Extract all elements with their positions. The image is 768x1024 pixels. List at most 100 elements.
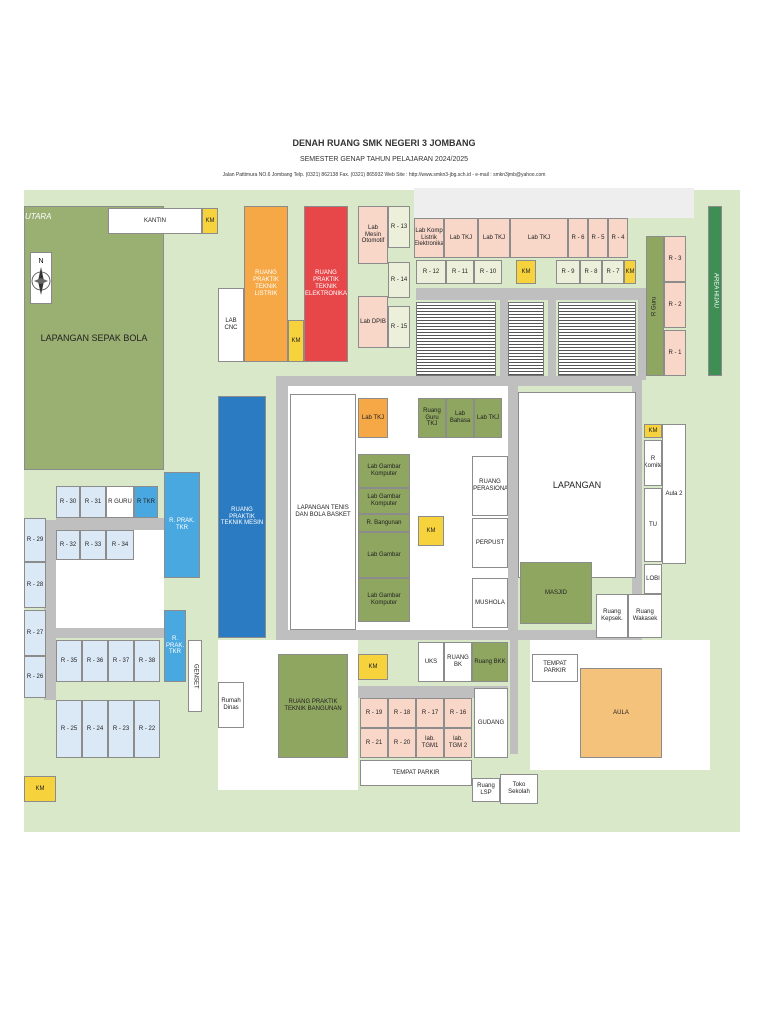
toilet: KM — [24, 776, 56, 802]
classroom-r18: R - 18 — [388, 698, 416, 728]
classroom-r4: R - 4 — [608, 218, 628, 258]
toilet: KM — [624, 260, 636, 284]
classroom-r35: R - 35 — [56, 640, 82, 682]
vice-principal-room: Ruang Wakasek — [628, 594, 662, 638]
lab-tgm-2: lab. TGM 2 — [444, 728, 472, 758]
room-tkr: R TKR — [134, 486, 158, 518]
classroom-r36: R - 36 — [82, 640, 108, 682]
compass-north-label: N — [38, 258, 43, 265]
road — [510, 636, 518, 754]
road — [632, 376, 642, 640]
road — [56, 628, 164, 638]
counseling-room: RUANG BK — [444, 642, 472, 682]
lab-tgm-1: lab. TGM1 — [416, 728, 444, 758]
classroom-r33: R - 33 — [80, 530, 106, 560]
classroom-r31: R - 31 — [80, 486, 106, 518]
lab-tkj-2: Lab TKJ — [478, 218, 510, 258]
construction-workshop: RUANG PRAKTIK TEKNIK BANGUNAN — [278, 654, 348, 758]
health-room: UKS — [418, 642, 444, 682]
toilet: KM — [288, 320, 304, 362]
teacher-room: R GURU — [106, 486, 134, 518]
kantin-room: KANTIN — [108, 208, 202, 234]
road — [508, 376, 518, 636]
hall: AULA — [580, 668, 662, 758]
toilet: KM — [202, 208, 218, 234]
parking-area — [414, 188, 694, 218]
lab-tkj-5: Lab TKJ — [474, 398, 502, 438]
road — [358, 686, 508, 698]
walkway — [558, 302, 636, 376]
classroom-r15: R - 15 — [388, 306, 410, 348]
classroom-r11: R - 11 — [446, 260, 474, 284]
classroom-r29: R - 29 — [24, 518, 46, 562]
language-lab: Lab Bahasa — [446, 398, 474, 438]
classroom-r25: R - 25 — [56, 700, 82, 758]
classroom-r21: R - 21 — [360, 728, 388, 758]
road — [416, 288, 676, 300]
classroom-r28: R - 28 — [24, 562, 46, 608]
mechanical-workshop: RUANG PRAKTIK TEKNIK MESIN — [218, 396, 266, 638]
classroom-r32: R - 32 — [56, 530, 80, 560]
classroom-r37: R - 37 — [108, 640, 134, 682]
classroom-r10: R - 10 — [474, 260, 502, 284]
classroom-r26: R - 26 — [24, 656, 46, 698]
road — [548, 300, 556, 380]
parking: TEMPAT PARKIR — [360, 760, 472, 786]
tkr-workshop-1: R. PRAK. TKR — [164, 472, 200, 578]
mosque: MASJID — [520, 562, 592, 624]
lobby: LOBI — [644, 564, 662, 594]
road — [56, 518, 164, 530]
classroom-r9: R - 9 — [556, 260, 580, 284]
genset-room: GENSET — [188, 640, 202, 712]
library: PERPUST — [472, 518, 508, 568]
road — [276, 630, 642, 640]
school-store: Toko Sekolah — [500, 774, 538, 804]
north-label: UTARA — [25, 212, 52, 222]
lsp-room: Ruang LSP — [472, 778, 500, 802]
toilet: KM — [418, 516, 444, 546]
administration-office: TU — [644, 488, 662, 562]
lab-automotive: Lab Mesin Otomotif — [358, 206, 388, 264]
green-area: AREA HIJAU — [708, 206, 722, 376]
classroom-r22: R - 22 — [134, 700, 160, 758]
classroom-r20: R - 20 — [388, 728, 416, 758]
classroom-r19: R - 19 — [360, 698, 388, 728]
classroom-r24: R - 24 — [82, 700, 108, 758]
toilet: KM — [516, 260, 536, 284]
tkr-workshop-2: R. PRAK. TKR — [164, 610, 186, 682]
warehouse: GUDANG — [474, 688, 508, 758]
classroom-r7: R - 7 — [602, 260, 624, 284]
classroom-r27: R - 27 — [24, 610, 46, 656]
road — [500, 300, 508, 380]
classroom-r3: R - 3 — [664, 236, 686, 282]
drawing-computer-lab-2: Lab Gambar Komputer — [358, 488, 410, 514]
classroom-r14: R - 14 — [388, 262, 410, 298]
map-subtitle: SEMESTER GENAP TAHUN PELAJARAN 2024/2025 — [299, 156, 469, 163]
classroom-r1: R - 1 — [664, 330, 686, 376]
lab-cnc: LAB CNC — [218, 288, 244, 362]
hall-2: Aula 2 — [662, 424, 686, 564]
toilet: KM — [358, 654, 388, 680]
map-address: Jalan Pattimura NO.6 Jombang Telp. (0321… — [222, 172, 546, 178]
classroom-r34: R - 34 — [106, 530, 134, 560]
classroom-r23: R - 23 — [108, 700, 134, 758]
classroom-r6: R - 6 — [568, 218, 588, 258]
committee-room: R Komite — [644, 440, 662, 486]
road — [276, 376, 642, 386]
electronics-workshop: RUANG PRAKTIK TEKNIK ELEKTRONIKA — [304, 206, 348, 362]
drawing-lab: Lab Gambar — [358, 532, 410, 578]
classroom-r16: R - 16 — [444, 698, 472, 728]
football-field: LAPANGAN SEPAK BOLA — [24, 206, 164, 470]
road — [44, 520, 56, 700]
lab-tkj-1: Lab TKJ — [444, 218, 478, 258]
drawing-computer-lab-1: Lab Gambar Komputer — [358, 454, 410, 488]
map-title: DENAH RUANG SMK NEGERI 3 JOMBANG — [292, 138, 476, 148]
official-house: Rumah Dinas — [218, 682, 244, 728]
operations-room: RUANG OPERASIONAL — [472, 456, 508, 516]
principal-room: Ruang Kepsek. — [596, 594, 628, 638]
parking: TEMPAT PARKIR — [532, 654, 578, 682]
schoolyard: LAPANGAN — [518, 392, 636, 578]
tkj-teacher-room: Ruang Guru TKJ — [418, 398, 446, 438]
tennis-basketball-court: LAPANGAN TENIS DAN BOLA BASKET — [290, 394, 356, 630]
